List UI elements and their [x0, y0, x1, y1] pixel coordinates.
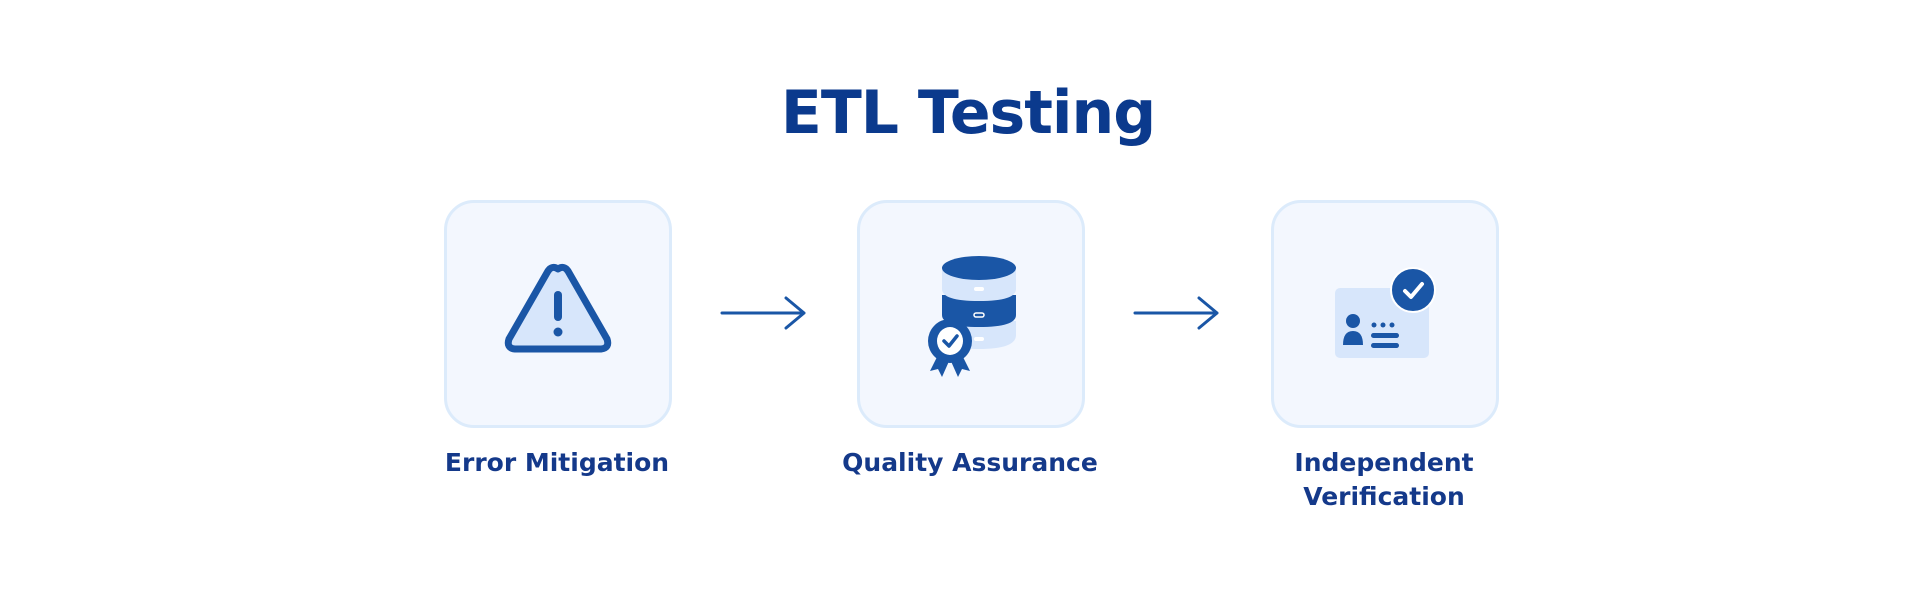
step-box-independent-verification — [1271, 200, 1499, 428]
step-box-error-mitigation — [444, 200, 672, 428]
step-label-line1: Independent — [1294, 448, 1474, 477]
step-box-quality-assurance — [857, 200, 1085, 428]
step-label-independent-verification: Independent Verification — [1234, 446, 1534, 514]
warning-triangle-icon — [504, 263, 612, 353]
arrow-right-icon — [720, 296, 806, 330]
verified-id-card-icon — [1335, 267, 1436, 358]
step-label-line2: Verification — [1303, 482, 1465, 511]
step-label-quality-assurance: Quality Assurance — [842, 448, 1098, 477]
page-title: ETL Testing — [780, 78, 1156, 148]
step-label-error-mitigation: Error Mitigation — [444, 448, 670, 477]
database-certified-icon — [928, 256, 1016, 377]
arrow-right-icon — [1133, 296, 1219, 330]
